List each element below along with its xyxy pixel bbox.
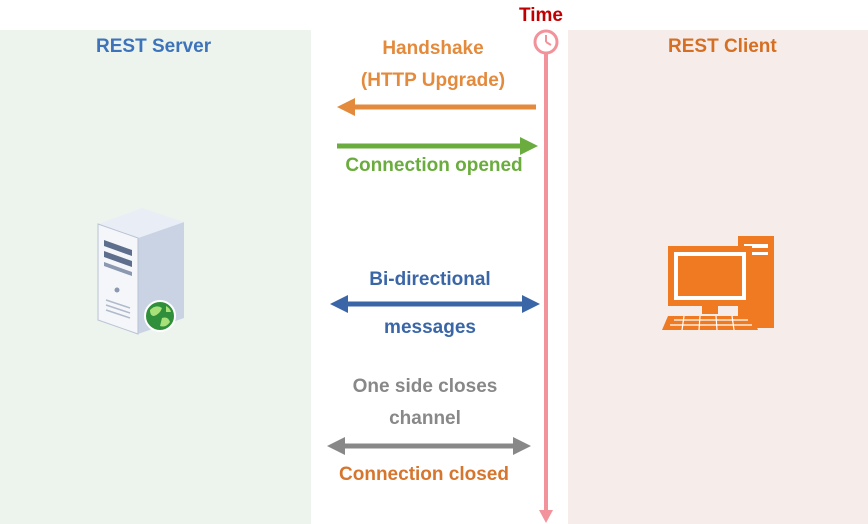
connection-opened-label: Connection opened <box>345 155 523 176</box>
handshake-label-line1: Handshake <box>382 38 484 59</box>
connection-closed-arrow <box>327 437 531 455</box>
clock-icon <box>533 29 559 55</box>
bidirectional-label-line2: messages <box>384 317 476 338</box>
timeline-arrowhead <box>539 510 553 523</box>
handshake-label-line2: (HTTP Upgrade) <box>360 70 506 91</box>
connection-closed-label: Connection closed <box>339 464 509 485</box>
desktop-computer-icon <box>662 236 774 331</box>
connection-opened-arrow <box>337 137 538 155</box>
time-label: Time <box>519 5 564 26</box>
closes-label-line1: One side closes <box>352 376 498 397</box>
bidirectional-label-line1: Bi-directional <box>369 269 491 290</box>
server-title: REST Server <box>96 36 212 57</box>
handshake-arrow <box>337 98 536 116</box>
closes-label-line2: channel <box>389 408 461 429</box>
bidirectional-arrow <box>330 295 540 313</box>
server-globe-icon <box>97 208 184 335</box>
client-title: REST Client <box>668 36 777 57</box>
